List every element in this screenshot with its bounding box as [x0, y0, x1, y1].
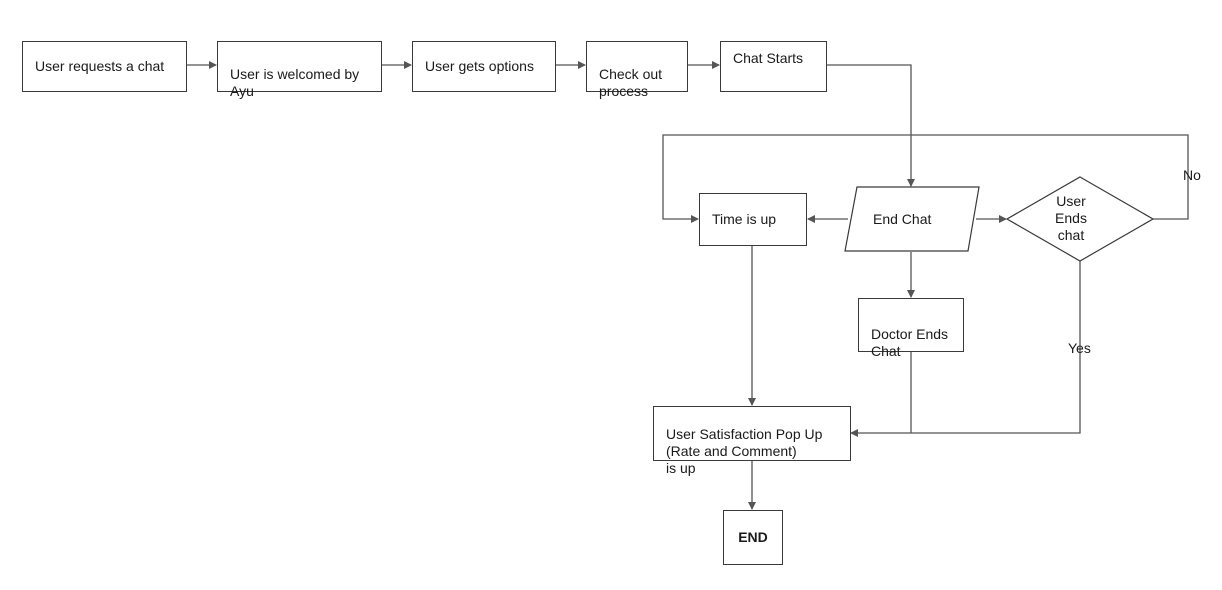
node-end-chat-label: End Chat	[873, 211, 932, 227]
node-user-requests-chat: User requests a chat	[22, 41, 187, 92]
edge-label-no: No	[1183, 167, 1201, 183]
node-doctor-ends-chat: Doctor Ends Chat	[858, 298, 964, 359]
node-user-welcomed: User is welcomed by Ayu	[217, 41, 382, 99]
node-user-gets-options: User gets options	[412, 41, 556, 92]
node-chat-starts-label: Chat Starts	[733, 50, 804, 66]
arrow-no-loop	[662, 134, 1189, 223]
node-time-is-up-label: Time is up	[712, 211, 777, 227]
node-user-welcomed-label: User is welcomed by Ayu	[230, 66, 360, 99]
node-user-ends-chat-label: User Ends chat	[1055, 193, 1087, 243]
arrow-yes-to-satisfaction	[850, 261, 1081, 437]
node-time-is-up: Time is up	[699, 193, 807, 246]
arrow-chatstarts-to-endchat	[827, 64, 915, 187]
node-user-satisfaction-popup: User Satisfaction Pop Up (Rate and Comme…	[653, 406, 851, 476]
node-user-gets-options-label: User gets options	[425, 58, 534, 74]
node-user-requests-chat-label: User requests a chat	[35, 58, 165, 74]
node-user-satisfaction-popup-label: User Satisfaction Pop Up (Rate and Comme…	[666, 426, 823, 476]
node-doctor-ends-chat-label: Doctor Ends Chat	[871, 326, 949, 359]
node-end-label: END	[738, 529, 768, 545]
node-chat-starts: Chat Starts	[720, 41, 827, 92]
end-chat-parallelogram	[844, 186, 980, 252]
node-end: END	[723, 510, 783, 565]
node-checkout-process: Check out process	[586, 41, 688, 99]
user-ends-decision-diamond	[1005, 176, 1155, 262]
edge-label-yes: Yes	[1068, 340, 1091, 356]
node-checkout-process-label: Check out process	[599, 66, 663, 99]
